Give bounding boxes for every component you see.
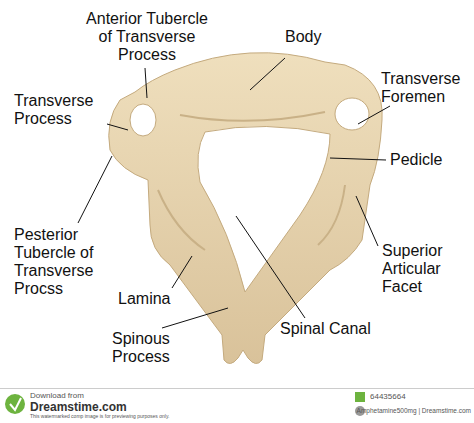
logo-icon <box>5 394 25 414</box>
part-label: Pedicle <box>390 151 470 169</box>
watermark-text: Dreamstime.com <box>30 401 127 414</box>
facet-shading <box>158 185 345 250</box>
part-label: Lamina <box>118 290 188 308</box>
transverse-foramen <box>130 104 156 136</box>
watermark-text: 64435664 <box>370 393 406 402</box>
part-label: Superior Articular Facet <box>382 242 467 296</box>
part-label: Spinous Process <box>112 330 192 366</box>
id-icon <box>355 392 365 402</box>
footer-rule <box>0 388 474 389</box>
part-label: Pesterior Tubercle of Transverse Procss <box>14 226 112 298</box>
logo-mark <box>10 398 21 410</box>
part-label: Body <box>285 28 345 46</box>
part-label: Spinal Canal <box>280 320 390 338</box>
watermark-text: Amphetamine500mg | Dreamstime.com <box>357 407 471 414</box>
body-shading <box>180 112 325 121</box>
watermark-text: This watermarked comp image is for previ… <box>30 414 169 420</box>
leader-lines <box>78 58 390 328</box>
part-label: Transverse Process <box>14 92 109 128</box>
part-label: Transverse Foremen <box>381 70 471 106</box>
vertebra-bone <box>109 53 382 364</box>
part-label: Anterior Tubercle of Transverse Process <box>78 10 216 64</box>
transverse-foramen <box>335 98 369 130</box>
watermark-text: Download from <box>30 392 84 401</box>
